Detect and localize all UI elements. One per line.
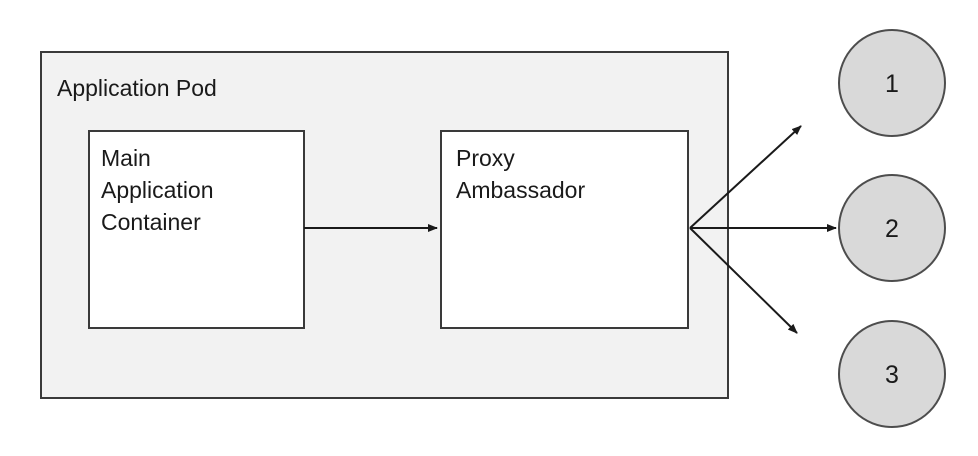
service-node-1-label: 1 — [885, 70, 899, 98]
application-pod-label: Application Pod — [57, 75, 217, 101]
main-application-container-box[interactable] — [88, 130, 305, 329]
connector-proxy-to-service-3-arrow — [689, 227, 798, 334]
proxy-ambassador-label-line-2: Ambassador — [456, 177, 585, 203]
proxy-ambassador-container-box[interactable] — [440, 130, 689, 329]
service-node-3-label: 3 — [885, 361, 899, 389]
main-application-container-label-line-3: Container — [101, 209, 201, 235]
main-application-container-label-line-2: Application — [101, 177, 214, 203]
proxy-ambassador-label-line-1: Proxy — [456, 145, 515, 171]
main-application-container-label-line-1: Main — [101, 145, 151, 171]
connector-proxy-to-service-1-arrow — [689, 125, 802, 229]
service-node-3[interactable] — [838, 320, 946, 428]
service-node-2[interactable] — [838, 174, 946, 282]
service-node-2-label: 2 — [885, 215, 899, 243]
service-node-1[interactable] — [838, 29, 946, 137]
